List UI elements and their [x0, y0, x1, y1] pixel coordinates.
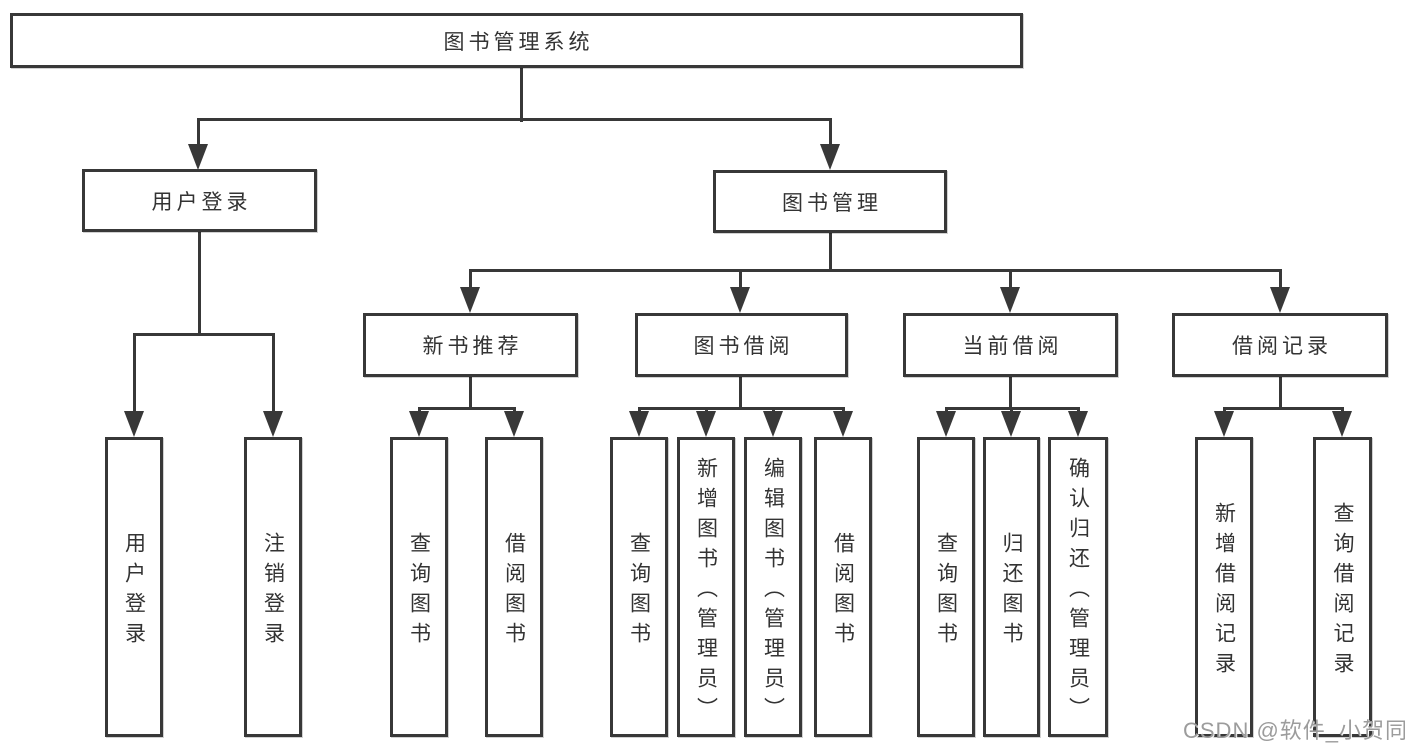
arrow-down-icon — [1000, 287, 1020, 313]
leaf-label: 查询图书 — [407, 531, 431, 652]
leaf-query-borrow-record: 查询借阅记录 — [1313, 437, 1372, 737]
connector-line — [1009, 377, 1012, 410]
leaf-query-books-recommend: 查询图书 — [390, 437, 448, 737]
node-book-borrow: 图书借阅 — [635, 313, 848, 377]
leaf-label: 查询图书 — [934, 531, 958, 652]
node-current-borrow: 当前借阅 — [903, 313, 1118, 377]
leaf-label: 用户登录 — [122, 531, 146, 652]
connector-line — [469, 269, 1282, 272]
connector-line — [469, 269, 472, 291]
leaf-query-books-current: 查询图书 — [917, 437, 975, 737]
arrow-down-icon — [1270, 287, 1290, 313]
leaf-borrow-books-recommend: 借阅图书 — [485, 437, 543, 737]
connector-line — [469, 377, 472, 410]
node-root-label: 图书管理系统 — [443, 30, 594, 54]
node-label: 新书推荐 — [422, 335, 523, 358]
leaf-label: 新增图书（管理员） — [694, 456, 718, 727]
node-label: 当前借阅 — [962, 335, 1063, 358]
node-label: 借阅记录 — [1232, 335, 1332, 358]
arrow-down-icon — [1068, 411, 1088, 437]
leaf-label: 归还图书 — [1000, 531, 1023, 652]
connector-line — [197, 118, 200, 152]
leaf-label: 注销登录 — [261, 531, 285, 652]
arrow-down-icon — [1214, 411, 1234, 437]
node-book-management: 图书管理 — [713, 170, 947, 233]
arrow-down-icon — [763, 411, 783, 437]
leaf-logout: 注销登录 — [244, 437, 302, 737]
leaf-label: 编辑图书（管理员） — [761, 456, 785, 727]
connector-line — [520, 68, 523, 122]
arrow-down-icon — [936, 411, 956, 437]
leaf-user-login: 用户登录 — [105, 437, 163, 737]
leaf-label: 借阅图书 — [831, 531, 855, 652]
csdn-watermark: CSDN @软件_小贺同学 — [1183, 718, 1405, 743]
connector-line — [198, 232, 201, 336]
leaf-edit-books-admin: 编辑图书（管理员） — [744, 437, 802, 737]
connector-line — [133, 333, 275, 336]
leaf-query-books-borrow: 查询图书 — [610, 437, 668, 737]
connector-line — [739, 269, 742, 291]
connector-line — [197, 118, 832, 121]
connector-line — [829, 118, 832, 152]
arrow-down-icon — [696, 411, 716, 437]
leaf-add-borrow-record: 新增借阅记录 — [1195, 437, 1253, 737]
connector-line — [418, 407, 516, 410]
leaf-return-books: 归还图书 — [983, 437, 1040, 737]
leaf-borrow-books: 借阅图书 — [814, 437, 872, 737]
node-root: 图书管理系统 — [10, 13, 1023, 68]
arrow-down-icon — [833, 411, 853, 437]
connector-line — [1279, 377, 1282, 410]
leaf-add-books-admin: 新增图书（管理员） — [677, 437, 735, 737]
leaf-label: 查询借阅记录 — [1331, 501, 1354, 682]
connector-line — [133, 333, 136, 415]
connector-line — [638, 407, 845, 410]
node-user-login: 用户登录 — [82, 169, 317, 232]
connector-line — [1223, 407, 1344, 410]
connector-line — [1279, 269, 1282, 291]
leaf-label: 查询图书 — [627, 531, 651, 652]
arrow-down-icon — [820, 144, 840, 170]
leaf-label: 确认归还（管理员） — [1066, 456, 1090, 727]
arrow-down-icon — [460, 287, 480, 313]
leaf-label: 借阅图书 — [502, 531, 526, 652]
arrow-down-icon — [504, 411, 524, 437]
connector-line — [829, 233, 832, 272]
leaf-confirm-return-admin: 确认归还（管理员） — [1048, 437, 1108, 737]
arrow-down-icon — [263, 411, 283, 437]
arrow-down-icon — [409, 411, 429, 437]
connector-line — [1009, 269, 1012, 291]
connector-line — [739, 377, 742, 410]
arrow-down-icon — [1001, 411, 1021, 437]
arrow-down-icon — [124, 411, 144, 437]
node-label: 图书借阅 — [693, 335, 794, 358]
arrow-down-icon — [188, 144, 208, 170]
arrow-down-icon — [629, 411, 649, 437]
arrow-down-icon — [730, 287, 750, 313]
node-label: 用户登录 — [151, 190, 252, 214]
node-borrow-records: 借阅记录 — [1172, 313, 1388, 377]
leaf-label: 新增借阅记录 — [1212, 501, 1236, 682]
node-new-book-recommend: 新书推荐 — [363, 313, 578, 377]
node-label: 图书管理 — [782, 191, 882, 215]
arrow-down-icon — [1332, 411, 1352, 437]
connector-line — [272, 333, 275, 415]
